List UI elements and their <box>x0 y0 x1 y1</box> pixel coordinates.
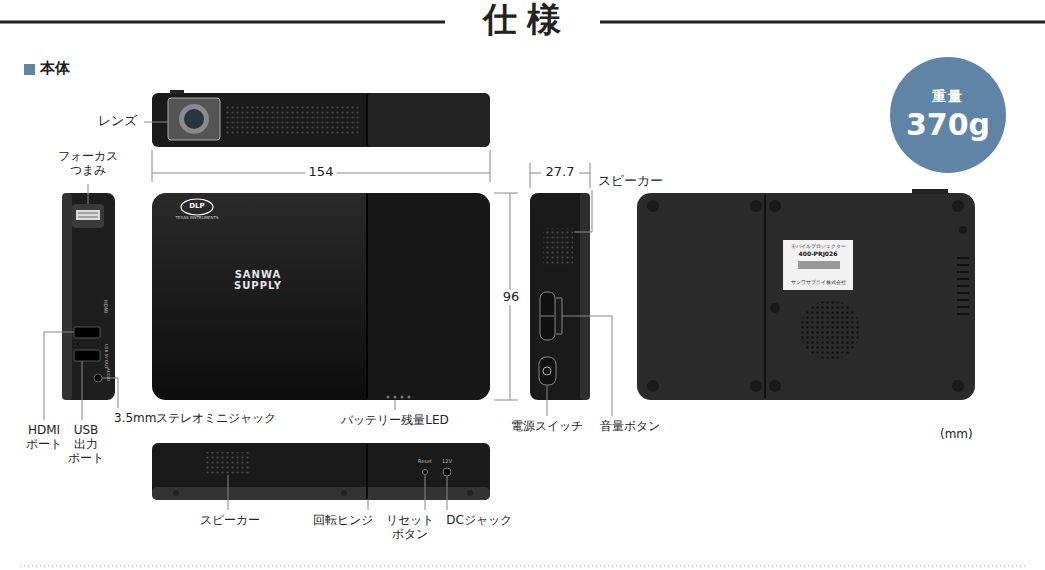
dimension-value: 27.7 <box>543 165 578 180</box>
dimension-value: 96 <box>500 290 523 305</box>
part-label: バッテリー残量LED <box>341 414 449 428</box>
part-label: リセット ボタン <box>386 514 434 542</box>
logo-text: TEXAS INSTRUMENTS <box>175 216 218 221</box>
dimension-value: 154 <box>306 165 337 180</box>
unit-note: (mm) <box>940 428 973 442</box>
sticker-text: 400-PRJ026 <box>799 251 838 258</box>
port-marking: HDMI <box>102 300 108 313</box>
logo-text: DLP <box>189 202 204 210</box>
part-label: フォーカス つまみ <box>58 150 118 178</box>
part-label: DCジャック <box>446 514 512 528</box>
sticker-text: サンワサプライ株式会社 <box>791 280 846 286</box>
part-label: スピーカー <box>598 174 663 189</box>
part-label: スピーカー <box>200 514 260 528</box>
weight-value: 370g <box>906 108 990 141</box>
port-marking: Reset <box>418 459 432 465</box>
sticker-text: モバイルプロジェクター <box>791 244 846 250</box>
weight-badge: 重量 370g <box>890 57 1006 173</box>
brand-logo: SANWA SUPPLY <box>234 270 282 291</box>
part-label: 3.5mmステレオミニジャック <box>114 412 276 426</box>
part-label: レンズ <box>98 114 137 129</box>
part-label: 回転ヒンジ <box>313 514 373 528</box>
section-heading: 本体 <box>40 60 70 77</box>
page-title: 仕様 <box>0 0 1044 39</box>
part-label: USB 出力 ポート <box>68 424 104 465</box>
part-label: HDMI ポート <box>26 424 62 452</box>
port-marking: USB 5V OUT <box>103 344 108 369</box>
part-label: 電源スイッチ <box>511 420 583 434</box>
weight-heading: 重量 <box>932 89 964 104</box>
port-marking: 12V <box>442 459 452 465</box>
part-label: 音量ボタン <box>600 420 660 434</box>
port-marking: AUDIO <box>105 368 110 381</box>
